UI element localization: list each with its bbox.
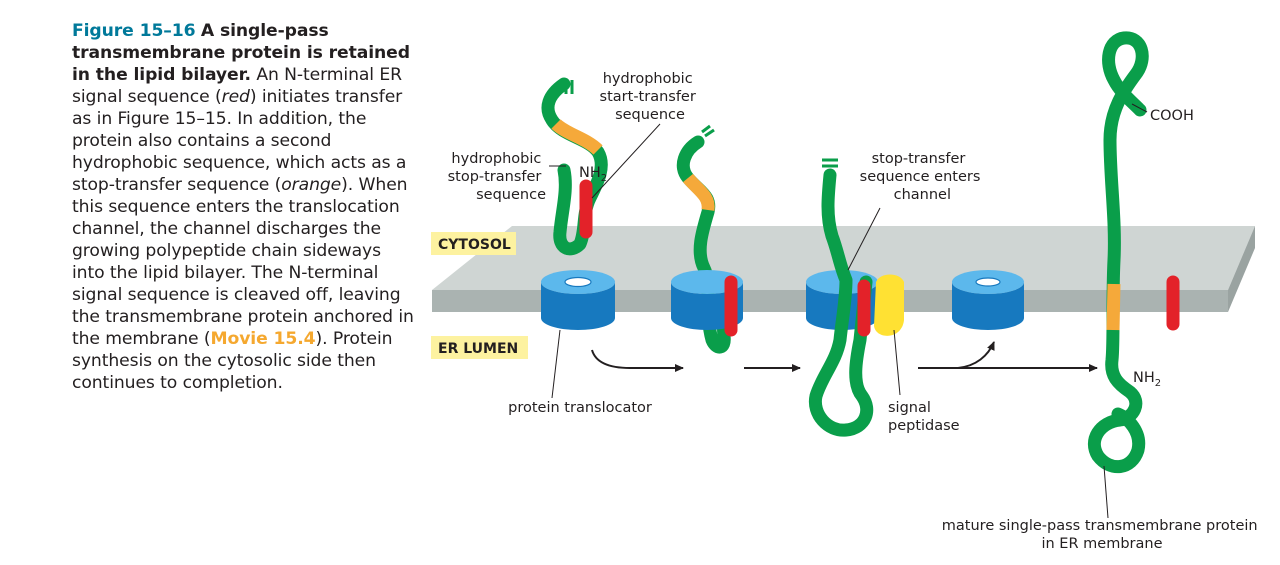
leader-lines (549, 103, 1148, 519)
figure-caption: Figure 15–16 A single-pass transmembrane… (72, 20, 414, 394)
nh2-label-final: NH2 (1133, 370, 1161, 389)
step-2-chain (676, 124, 737, 354)
caption-body-3: ). When this sequence enters the translo… (72, 175, 414, 349)
caption-em-orange: orange (281, 175, 342, 195)
signal-peptidase (874, 274, 904, 336)
caption-em-red: red (221, 87, 250, 107)
cooh-label: COOH (1150, 108, 1194, 124)
step-1-chain (541, 77, 608, 256)
mature-protein-chain (1087, 31, 1149, 473)
caption-body-2: ) initiates transfer as in Figure 15–15.… (72, 87, 407, 195)
translocator-2 (671, 270, 743, 337)
protein-translocator-label: protein translocator (508, 400, 652, 416)
translocator-1 (541, 270, 615, 330)
er-lumen-label: ER LUMEN (431, 336, 528, 359)
translocator-4 (952, 270, 1024, 330)
signal-peptidase-label: signal peptidase (888, 400, 960, 434)
movie-link[interactable]: Movie 15.4 (210, 329, 316, 349)
figure-title: A single-pass transmembrane protein is r… (72, 21, 410, 85)
stop-transfer-enters-label: stop-transfer sequence enters channel (860, 151, 985, 203)
mature-protein-label: mature single-pass transmembrane protein… (942, 518, 1262, 552)
nh2-label-1: NH2 (579, 165, 607, 184)
caption-body-1: An N-terminal ER signal sequence ( (72, 65, 402, 107)
hydrophobic-start-transfer-label: hydrophobic start-transfer sequence (600, 71, 701, 123)
hydrophobic-stop-transfer-label: hydrophobic stop-transfer sequence (448, 151, 546, 203)
cytosol-label: CYTOSOL (431, 232, 516, 255)
caption-body-4: ). Protein synthesis on the cytosolic si… (72, 329, 393, 393)
process-arrows (591, 341, 1098, 372)
figure-number: Figure 15–16 (72, 21, 196, 41)
er-lumen-text: ER LUMEN (438, 341, 518, 357)
step-3-chain (808, 158, 874, 437)
cytosol-text: CYTOSOL (438, 237, 511, 253)
